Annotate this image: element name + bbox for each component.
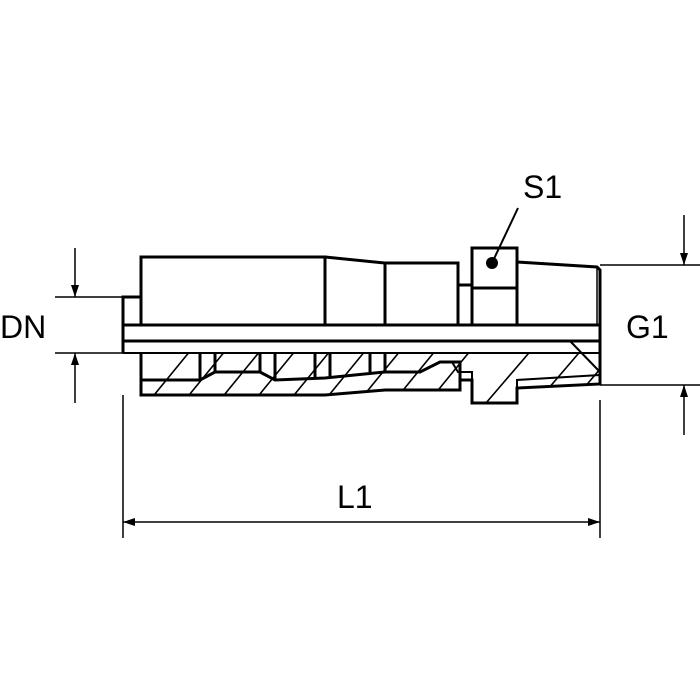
thread-g1 (516, 260, 602, 325)
l1-label: L1 (337, 479, 373, 515)
nut-block (383, 261, 460, 327)
dn-dimension (55, 248, 141, 403)
ferrule-taper (324, 255, 387, 325)
ferrule-outline (139, 255, 327, 327)
fitting-body (121, 246, 602, 405)
g1-dimension (600, 215, 700, 435)
dn-label: DN (0, 309, 46, 345)
s1-callout: S1 (486, 169, 562, 269)
s1-label: S1 (523, 169, 562, 205)
bore (121, 323, 602, 343)
g1-label: G1 (626, 309, 669, 345)
section-hatching (149, 353, 600, 403)
s1-leader (491, 207, 519, 264)
l1-dimension (122, 395, 601, 538)
